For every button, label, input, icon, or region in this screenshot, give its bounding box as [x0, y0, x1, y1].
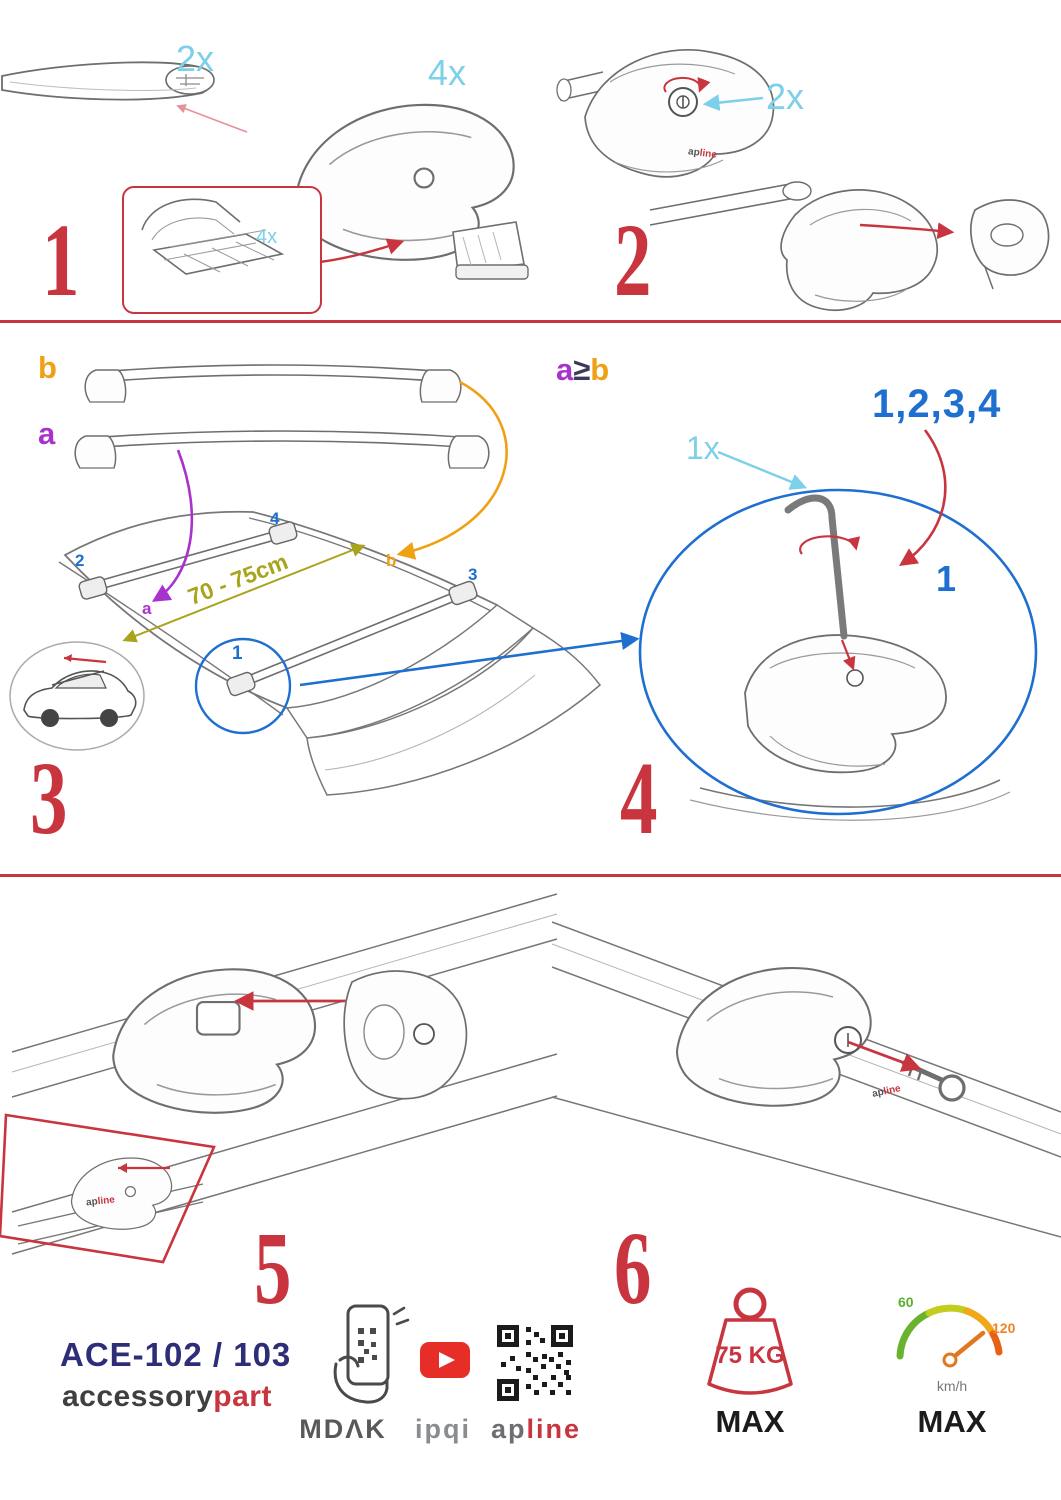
step5-number: 5 — [254, 1211, 292, 1326]
foot-inset-illustration — [17, 1157, 204, 1245]
product-model-label: ACE-102 / 103 — [60, 1336, 292, 1373]
foot-lock-illustration — [556, 48, 775, 178]
max-weight-label: MAX — [715, 1404, 785, 1439]
max-speed-label: MAX — [917, 1404, 987, 1439]
speedometer-icon — [896, 1304, 1003, 1368]
position-2-label: 2 — [75, 551, 85, 570]
partner-ipqi-logo: ipqi — [415, 1414, 471, 1444]
accessorypart-logo: accessorypart — [62, 1380, 272, 1413]
step2-number: 2 — [614, 203, 652, 318]
car-side-inset-illustration — [9, 641, 145, 751]
position-3-label: 3 — [468, 565, 478, 584]
crossbar-b-illustration — [84, 364, 462, 403]
step1-number: 1 — [42, 203, 80, 318]
speed-low-label: 60 — [898, 1294, 914, 1310]
section-divider — [0, 874, 1061, 877]
partner-mdak-logo: MDΛK — [299, 1414, 387, 1444]
bar-foot-endcap-illustration — [649, 181, 1050, 311]
foot-quantity-label: 4x — [428, 52, 467, 93]
position-a-label: a — [142, 599, 152, 618]
speed-high-label: 120 — [992, 1320, 1016, 1336]
position-1-label: 1 — [232, 643, 243, 664]
weight-tag-icon — [707, 1287, 793, 1395]
bar-b-label: b — [38, 350, 57, 385]
max-weight-value: 75 KG — [715, 1342, 785, 1369]
youtube-play-icon — [420, 1342, 470, 1378]
pad-quantity-label: 4x — [256, 226, 278, 248]
speed-unit-label: km/h — [936, 1378, 968, 1394]
apline-logo: apline — [490, 1414, 582, 1444]
section-divider — [0, 320, 1061, 323]
step3-number: 3 — [30, 741, 68, 856]
bar-quantity-label: 2x — [176, 38, 215, 79]
position-4-label: 4 — [270, 509, 280, 528]
qr-code-icon — [497, 1325, 573, 1401]
position-b-label: b — [386, 551, 397, 570]
tightening-order-label: 1,2,3,4 — [872, 382, 1002, 426]
foot-clamp-illustration — [294, 103, 529, 280]
rubber-pad-illustration — [141, 198, 285, 275]
crossbar-illustration — [1, 61, 215, 101]
key-quantity-label: 1x — [686, 430, 720, 466]
order-first-label: 1 — [936, 558, 957, 599]
lock-key-illustration — [551, 921, 1061, 1238]
allen-key-detail-illustration — [689, 494, 1011, 821]
bar-a-label: a — [38, 416, 56, 451]
phone-scan-icon — [333, 1304, 410, 1404]
rubber-pad-inset — [122, 186, 322, 314]
lock-quantity-label: 2x — [766, 76, 805, 117]
step4-number: 4 — [620, 741, 658, 856]
cover-slide-illustration — [11, 893, 558, 1255]
step6-number: 6 — [614, 1211, 652, 1326]
condition-label: a≥b — [556, 352, 610, 387]
